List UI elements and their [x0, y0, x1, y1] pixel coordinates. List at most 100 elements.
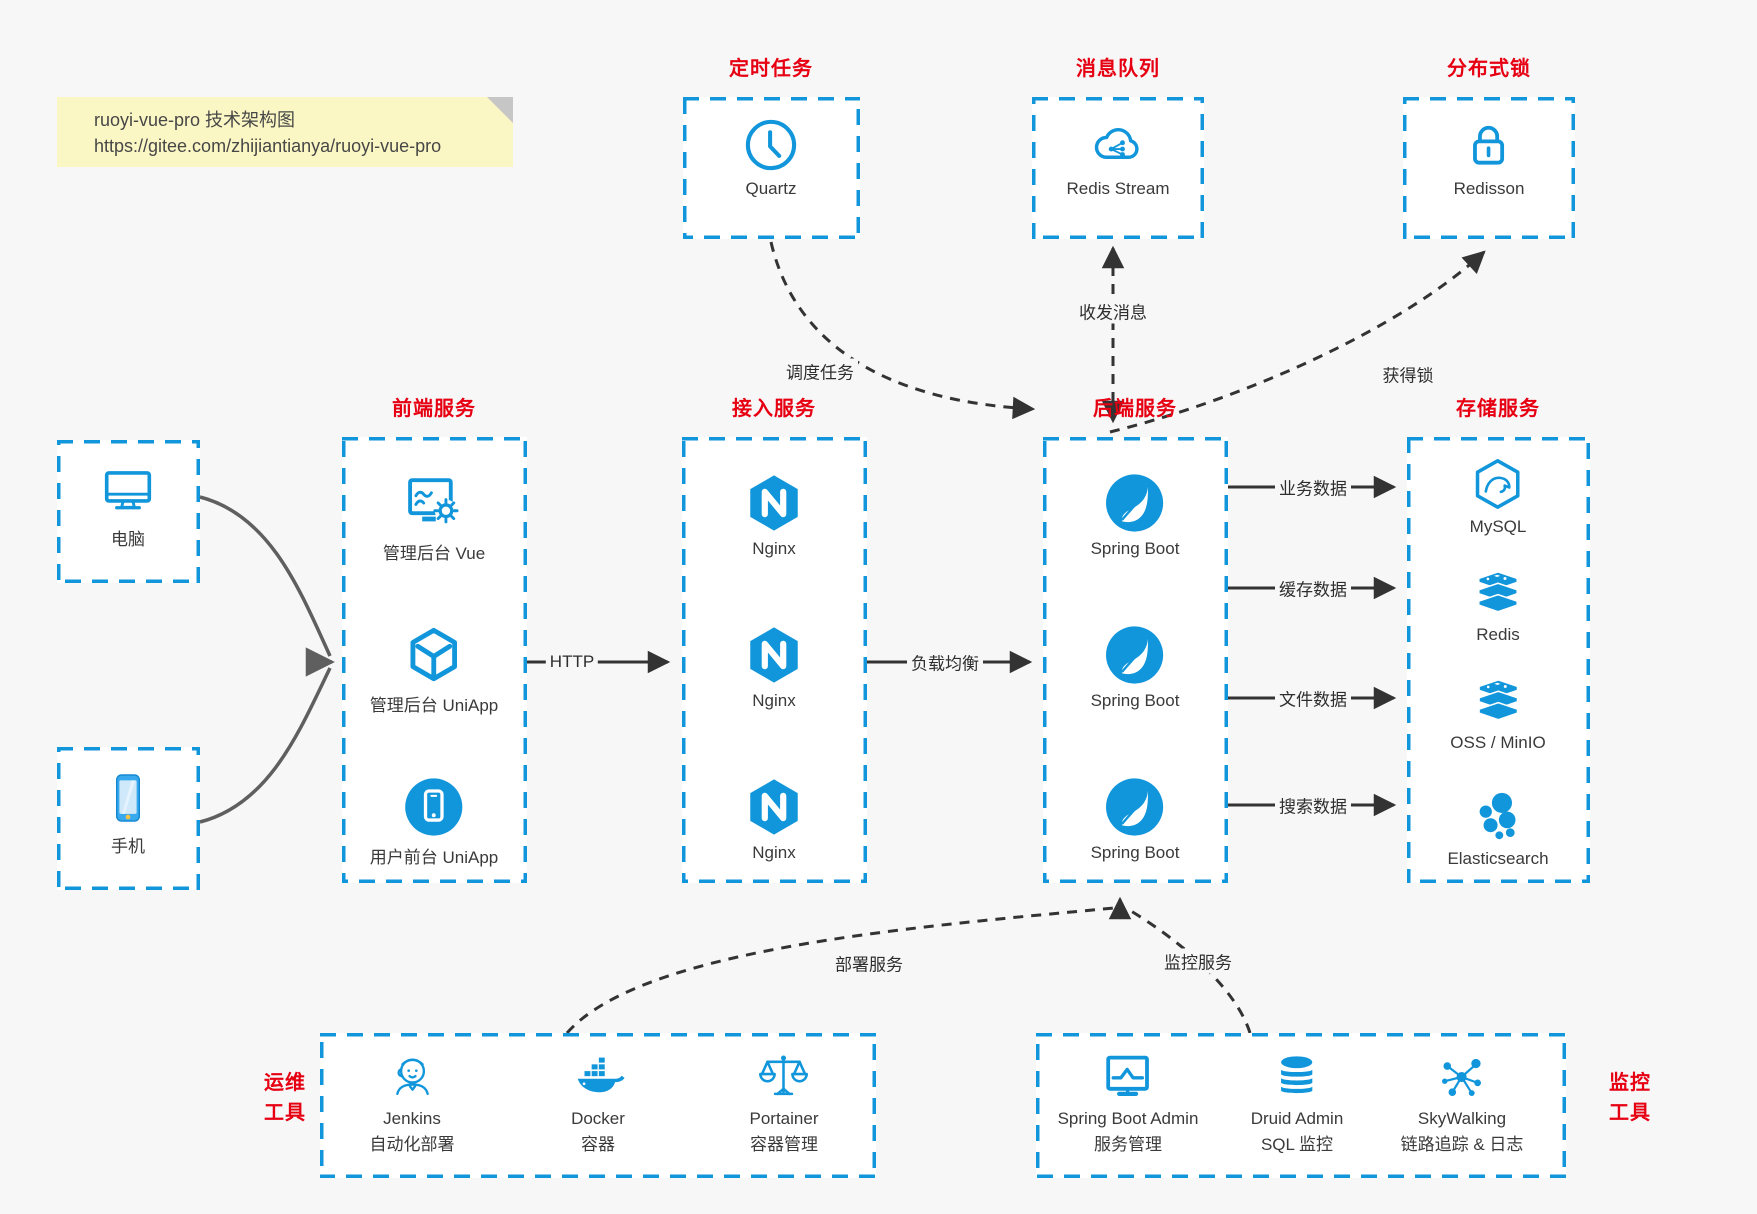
user-uniapp-node: 用户前台 UniApp — [370, 776, 498, 868]
title-access-services: 接入服务 — [732, 398, 816, 420]
cube-icon — [410, 627, 458, 682]
phone-client-node: 手机 — [99, 769, 157, 857]
client-to-frontend-arrows — [199, 495, 335, 824]
oss-minio-node: OSS / MinIO — [1450, 672, 1546, 753]
acquire-lock-arrow — [1109, 250, 1486, 434]
spring-boot-admin-icon — [1106, 1055, 1150, 1096]
ops-tools-side-label: 运维 工具 — [264, 1072, 306, 1124]
pc-client-box — [57, 440, 200, 583]
jenkins-name: Jenkins — [383, 1109, 441, 1128]
jenkins-icon — [395, 1058, 429, 1096]
docker-name: Docker — [571, 1109, 625, 1128]
admin-vue-label: 管理后台 Vue — [382, 544, 486, 563]
phone-label: 手机 — [111, 837, 145, 856]
admin-vue-node: 管理后台 Vue — [383, 472, 485, 564]
lock-icon — [1473, 125, 1505, 165]
docker-desc: 容器 — [581, 1135, 615, 1154]
deploy-service-edge-label: 部署服务 — [831, 950, 907, 976]
title-storage-services: 存储服务 — [1456, 398, 1540, 420]
redis-stream-node: Redis Stream — [1066, 116, 1170, 199]
load-balance-edge-label: 负载均衡 — [907, 649, 983, 675]
spring-boot-node: Spring Boot — [1090, 624, 1180, 711]
schedule-task-arrow — [769, 241, 1036, 420]
portainer-node: Portainer 容器管理 — [749, 1050, 819, 1155]
redisson-label: Redisson — [1453, 179, 1525, 198]
elasticsearch-icon — [1479, 792, 1516, 840]
schedule-task-edge-label: 调度任务 — [782, 358, 858, 384]
note-url: https://gitee.com/zhijiantianya/ruoyi-vu… — [94, 136, 442, 156]
nginx-label: Nginx — [752, 691, 796, 710]
redis-label: Redis — [1476, 625, 1520, 644]
quartz-node: Quartz — [742, 116, 800, 199]
nginx-label: Nginx — [752, 539, 796, 558]
admin-uniapp-label: 管理后台 UniApp — [369, 696, 499, 715]
redis-stack-icon — [1477, 571, 1519, 613]
spring-boot-label: Spring Boot — [1090, 843, 1180, 862]
elasticsearch-node: Elasticsearch — [1447, 788, 1549, 869]
spring-boot-label: Spring Boot — [1090, 691, 1180, 710]
title-distributed-lock: 分布式锁 — [1447, 58, 1531, 80]
nginx-node: Nginx — [743, 472, 805, 559]
nginx-node: Nginx — [743, 624, 805, 711]
docker-icon — [577, 1057, 625, 1093]
solid-arrows — [527, 475, 1397, 817]
quartz-label: Quartz — [745, 179, 797, 198]
title-scheduled-jobs: 定时任务 — [729, 58, 813, 80]
note-title: ruoyi-vue-pro 技术架构图 — [94, 110, 296, 130]
admin-vue-icon — [408, 478, 459, 524]
spring-boot-icon — [1106, 626, 1164, 684]
nginx-icon — [750, 627, 798, 683]
desktop-icon — [104, 471, 152, 510]
dashed-arrows — [565, 241, 1486, 1034]
nginx-label: Nginx — [752, 843, 796, 862]
title-backend-services: 后端服务 — [1093, 398, 1177, 420]
portainer-desc: 容器管理 — [749, 1135, 818, 1154]
admin-uniapp-node: 管理后台 UniApp — [370, 624, 498, 716]
mobile-app-icon — [405, 778, 463, 836]
cache-data-edge-label: 缓存数据 — [1275, 575, 1351, 601]
search-data-edge-label: 搜索数据 — [1275, 792, 1351, 818]
redis-stream-box — [1032, 97, 1204, 239]
spring-boot-icon — [1106, 778, 1164, 836]
elasticsearch-label: Elasticsearch — [1447, 849, 1549, 868]
mysql-label: MySQL — [1469, 517, 1527, 536]
message-edge-label: 收发消息 — [1075, 298, 1151, 324]
spring-boot-icon — [1106, 474, 1164, 532]
redisson-box — [1403, 97, 1575, 239]
spring-boot-admin-node: Spring Boot Admin 服务管理 — [1057, 1050, 1199, 1155]
deploy-service-curve — [565, 906, 1115, 1034]
redis-node: Redis — [1470, 564, 1526, 645]
redisson-node: Redisson — [1453, 116, 1525, 199]
acquire-lock-edge-label: 获得锁 — [1378, 361, 1438, 387]
cloud-stream-icon — [1095, 128, 1140, 159]
spring-boot-admin-desc: 服务管理 — [1094, 1135, 1162, 1154]
skywalking-node: SkyWalking 链路追踪 & 日志 — [1401, 1050, 1523, 1155]
mysql-icon — [1476, 459, 1520, 509]
redis-stream-label: Redis Stream — [1066, 179, 1170, 198]
spring-boot-admin-name: Spring Boot Admin — [1057, 1109, 1199, 1128]
jenkins-node: Jenkins 自动化部署 — [370, 1050, 455, 1155]
title-message-queue: 消息队列 — [1076, 58, 1160, 80]
druid-icon — [1281, 1056, 1313, 1094]
pc-client-node: 电脑 — [99, 462, 157, 550]
nginx-icon — [750, 779, 798, 835]
spring-boot-node: Spring Boot — [1090, 776, 1180, 863]
smartphone-icon — [115, 774, 141, 822]
note-corner-fold — [487, 97, 513, 123]
skywalking-name: SkyWalking — [1417, 1109, 1507, 1128]
spring-boot-node: Spring Boot — [1091, 472, 1179, 559]
monitor-service-edge-label: 监控服务 — [1160, 948, 1236, 974]
file-data-edge-label: 文件数据 — [1275, 685, 1351, 711]
http-edge-label: HTTP — [545, 652, 599, 672]
portainer-name: Portainer — [749, 1109, 819, 1128]
druid-admin-desc: SQL 监控 — [1260, 1135, 1334, 1154]
jenkins-desc: 自动化部署 — [369, 1135, 455, 1154]
monitor-tools-side-label: 监控 工具 — [1609, 1072, 1651, 1124]
druid-admin-name: Druid Admin — [1250, 1109, 1344, 1128]
title-frontend-services: 前端服务 — [392, 398, 476, 420]
oss-minio-label: OSS / MinIO — [1450, 733, 1546, 752]
druid-admin-node: Druid Admin SQL 监控 — [1250, 1050, 1344, 1155]
storage-stack-icon — [1477, 679, 1519, 721]
skywalking-icon — [1442, 1058, 1482, 1096]
nginx-node: Nginx — [743, 776, 805, 863]
